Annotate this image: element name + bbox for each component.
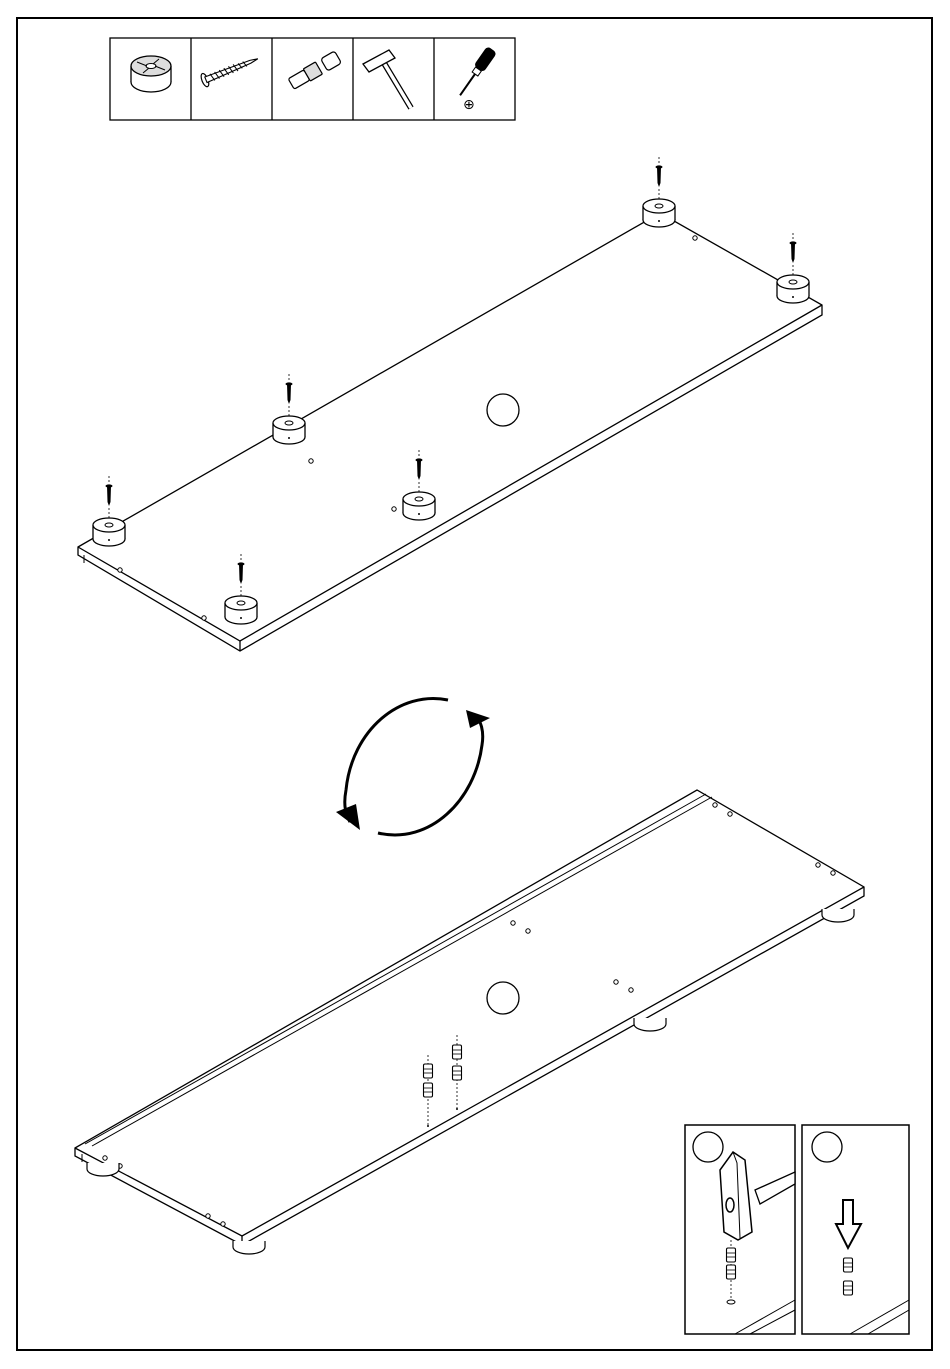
foot-underneath (87, 1163, 119, 1176)
foot-underneath (822, 909, 854, 922)
step-number-circle (812, 1132, 842, 1162)
furniture-foot-icon (131, 56, 171, 92)
phillips-symbol: ⊕ (463, 97, 475, 113)
step-number-circle (693, 1132, 723, 1162)
step-attach-feet (78, 157, 822, 651)
parts-toolbar: ⊕ (110, 38, 515, 120)
foot (403, 492, 435, 520)
step-number-circle (487, 982, 519, 1014)
bottom-panel (78, 213, 822, 651)
foot (225, 596, 257, 624)
foot-underneath (233, 1241, 265, 1254)
foot (93, 518, 125, 546)
foot-underneath (634, 1018, 666, 1031)
foot (643, 199, 675, 227)
rotate-arrows-icon (336, 698, 490, 834)
detail-press (802, 1125, 909, 1334)
detail-hammer (685, 1125, 795, 1334)
foot (273, 416, 305, 444)
step-number-circle (487, 394, 519, 426)
foot (777, 275, 809, 303)
